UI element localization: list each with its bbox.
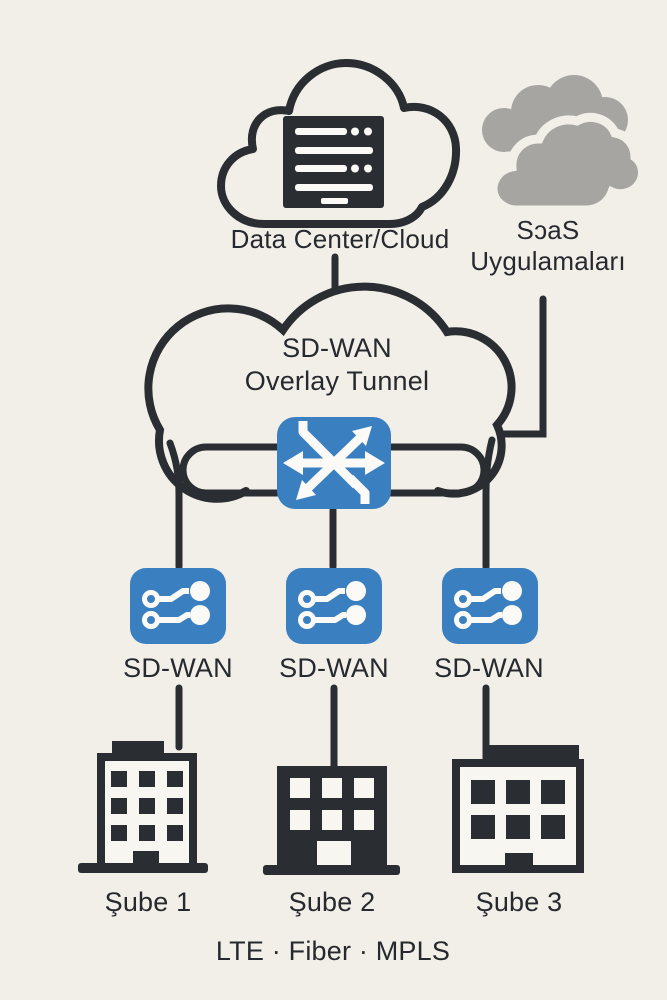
overlay-label-line2: Overlay Tunnel	[244, 366, 430, 396]
edge-device-3	[442, 568, 538, 644]
branch-label-1: Şube 1	[104, 887, 192, 917]
link-overlay-to-edge-1	[166, 439, 183, 571]
saas-label-line1: SɔaS	[516, 215, 580, 245]
link-overlay-to-edge-3	[482, 436, 496, 571]
overlay-cloud-outline	[144, 282, 516, 503]
data-center-cloud-outline	[217, 59, 461, 228]
building-icon-branch2	[263, 766, 400, 875]
server-icon	[283, 116, 384, 208]
edge-label-2: SD-WAN	[279, 653, 389, 683]
saas-label: SɔaS Uygulamaları	[470, 215, 626, 277]
branch-label-3: Şube 3	[475, 887, 563, 917]
link-saas-to-overlay	[498, 295, 547, 438]
router-cross-arrows-icon	[277, 417, 391, 509]
network-link-icon	[454, 581, 522, 629]
edge-label-3: SD-WAN	[434, 653, 544, 683]
data-center-label: Data Center/Cloud	[230, 224, 450, 254]
network-link-icon	[298, 581, 366, 629]
transport-label: LTE · Fiber · MPLS	[215, 936, 451, 966]
branch-label-2: Şube 2	[288, 887, 376, 917]
edge-device-2	[286, 568, 382, 644]
overlay-label-line1: SD-WAN	[282, 333, 392, 363]
building-icon-branch3	[452, 745, 584, 873]
overlay-label: SD-WAN Overlay Tunnel	[245, 332, 429, 398]
network-link-icon	[142, 581, 210, 629]
saas-clouds-icon	[482, 75, 647, 215]
edge-label-1: SD-WAN	[123, 653, 233, 683]
edge-device-1	[130, 568, 226, 644]
building-icon-branch1	[78, 741, 208, 873]
saas-label-line2: Uygulamaları	[470, 246, 626, 276]
